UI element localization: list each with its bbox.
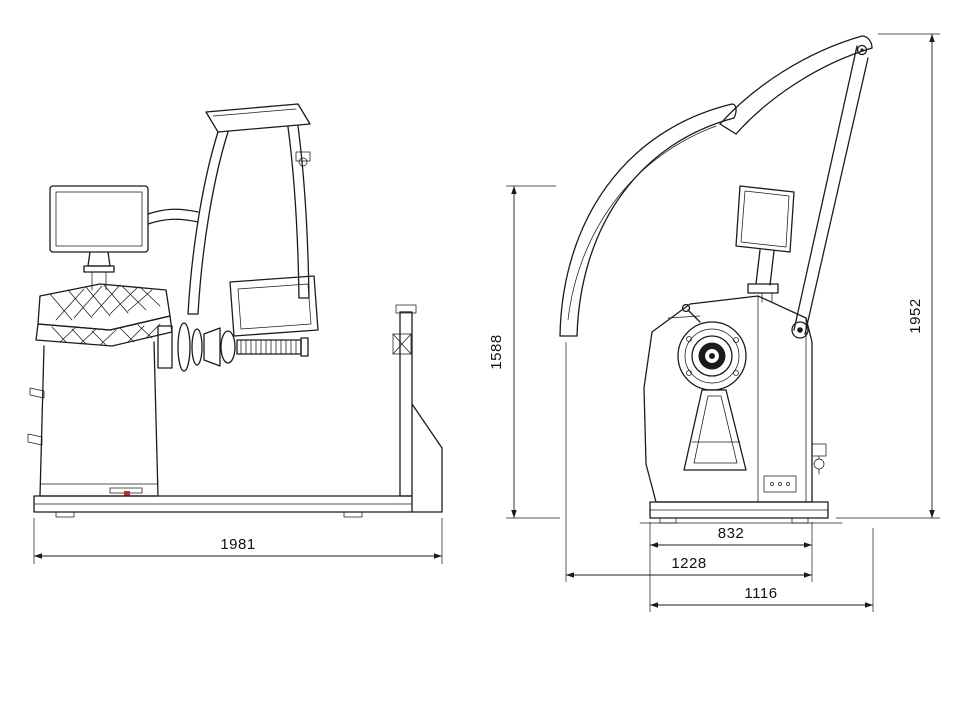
dim-label-832: 832 bbox=[718, 525, 745, 542]
dimension-height-console: 1588 bbox=[488, 185, 560, 519]
dimension-depth-body: 832 bbox=[649, 522, 813, 582]
dim-label-1952: 1952 bbox=[907, 298, 924, 333]
thread-hatch bbox=[240, 339, 297, 355]
base-frame bbox=[33, 304, 443, 518]
brand-mark bbox=[124, 491, 130, 496]
shaft-assembly bbox=[157, 322, 309, 372]
cabinet bbox=[27, 341, 159, 497]
monitor-arm bbox=[147, 208, 199, 225]
wheel-guard-frame bbox=[187, 103, 319, 337]
dim-label-1116: 1116 bbox=[744, 585, 777, 602]
dim-label-1588: 1588 bbox=[488, 334, 505, 369]
pedestal bbox=[683, 389, 747, 471]
dimension-overall-width: 1981 bbox=[33, 518, 443, 564]
base-side bbox=[639, 501, 843, 524]
front-view: 1981 bbox=[27, 103, 443, 564]
hood-dome bbox=[559, 103, 737, 337]
hood-panel-raised bbox=[719, 35, 873, 135]
ramp bbox=[411, 403, 443, 513]
machine-body bbox=[643, 295, 827, 503]
monitor-front bbox=[49, 185, 149, 291]
side-view: 1588 1952 832 1228 1116 bbox=[488, 33, 940, 612]
dim-label-1981: 1981 bbox=[220, 536, 255, 553]
dimension-height-open: 1952 bbox=[836, 33, 940, 519]
weight-tray bbox=[35, 283, 173, 347]
monitor-side bbox=[735, 185, 795, 303]
air-regulator bbox=[811, 443, 827, 475]
spindle-hub bbox=[677, 303, 747, 391]
hood-arm bbox=[791, 44, 869, 339]
hinge-joint bbox=[298, 157, 308, 167]
side-hooks bbox=[27, 387, 45, 446]
dimension-depth-hood: 1228 bbox=[565, 342, 812, 582]
dim-label-1228: 1228 bbox=[671, 555, 706, 572]
rating-plate bbox=[763, 475, 797, 493]
dimension-depth-overall: 1116 bbox=[649, 528, 874, 612]
